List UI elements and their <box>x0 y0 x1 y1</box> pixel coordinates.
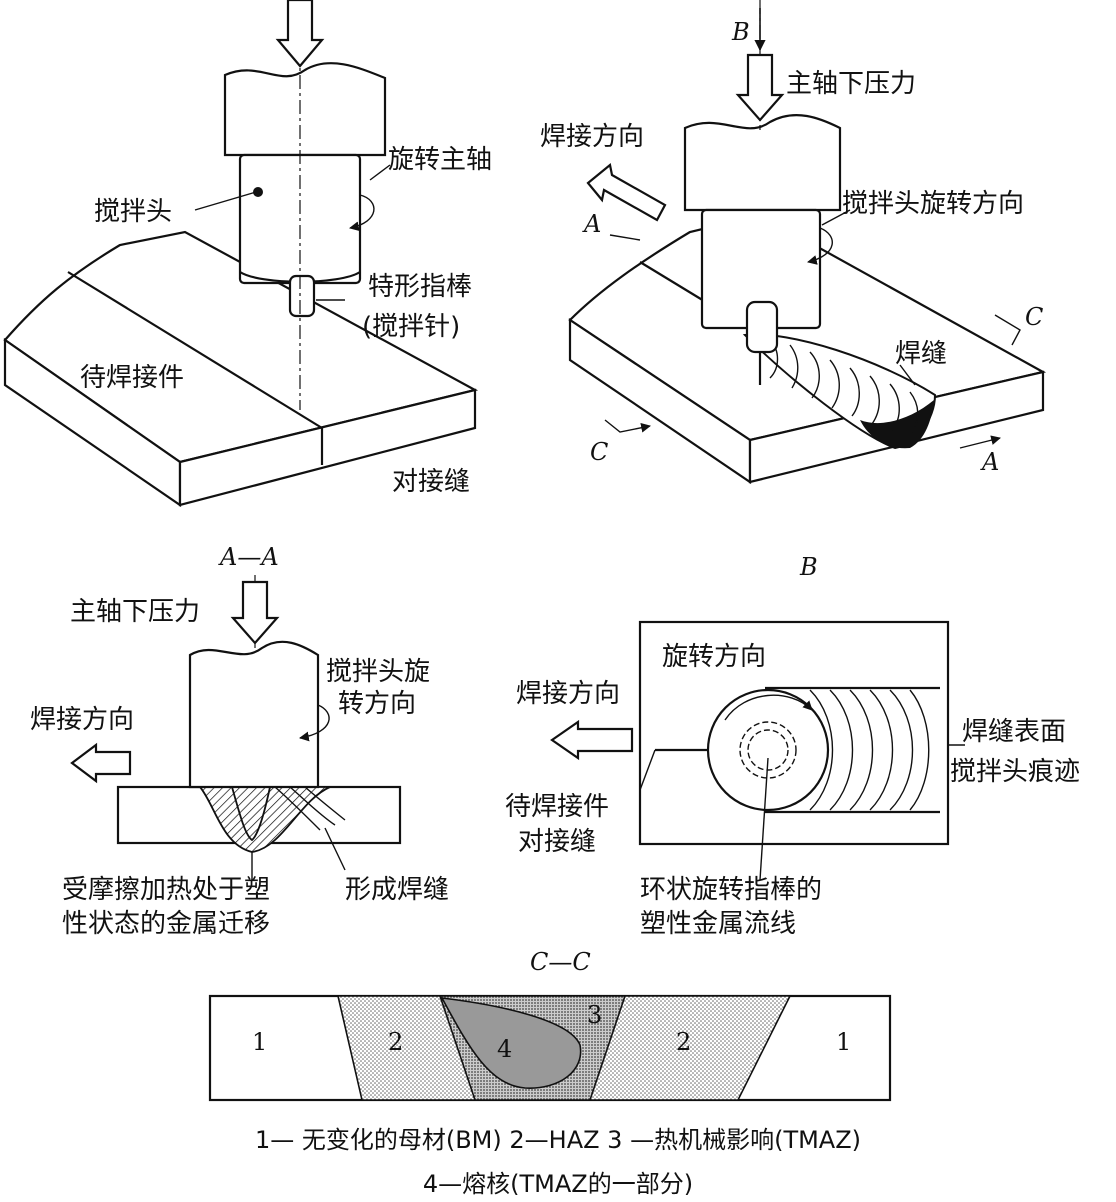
fig2-a-marker-2: A <box>980 448 999 476</box>
fig5-zone-label: 1 <box>252 1028 267 1056</box>
fig5-zone-label: 2 <box>388 1028 403 1056</box>
fig4-seam-label-2: 对接缝 <box>518 827 596 857</box>
fig1-pin-label-2: (搅拌针) <box>362 312 460 342</box>
fig2-c-marker-2: C <box>590 438 608 466</box>
fig4-seam-label-1: 待焊接件 <box>505 792 609 822</box>
fig4-flow-label-2: 塑性金属流线 <box>640 909 796 939</box>
fig1-stir-head-label: 搅拌头 <box>94 197 172 227</box>
fig4-top-view-illustration <box>550 620 965 881</box>
fig4-flow-label-1: 环状旋转指棒的 <box>640 875 822 905</box>
fig4-trace-label-2: 搅拌头痕迹 <box>950 757 1080 787</box>
fig3-rotation-label-2: 转方向 <box>338 689 416 719</box>
fig5-zone-label: 4 <box>497 1035 512 1063</box>
fig2-process-illustration <box>568 0 1047 485</box>
fig3-rotation-label-1: 搅拌头旋 <box>326 657 430 687</box>
fig2-b-marker: B <box>731 18 750 46</box>
fig1-spindle-label: 旋转主轴 <box>388 145 492 175</box>
fig1-pin-label-1: 特形指棒 <box>368 272 472 302</box>
fig2-spindle-force-label: 主轴下压力 <box>786 69 916 99</box>
fig3-section-illustration <box>70 575 402 880</box>
fig3-spindle-force-label: 主轴下压力 <box>70 597 200 627</box>
fig2-a-marker-1: A <box>582 210 601 238</box>
fig5-zone-label: 3 <box>587 1001 602 1029</box>
fig2-c-marker-1: C <box>1025 303 1043 331</box>
fig2-weld-label: 焊缝 <box>895 339 947 369</box>
fig3-migration-label-2: 性状态的金属迁移 <box>62 909 270 939</box>
fig1-butt-seam-label: 对接缝 <box>392 467 470 497</box>
fig1-workpiece-label: 待焊接件 <box>80 363 184 393</box>
fig5-section-title: C—C <box>530 948 591 976</box>
fig5-zone-label: 1 <box>836 1028 851 1056</box>
fig4-view-title: B <box>799 553 818 581</box>
fig3-section-title: A—A <box>218 543 279 571</box>
fig4-rotation-direction-label: 旋转方向 <box>662 642 766 672</box>
fig3-weld-direction-label: 焊接方向 <box>30 705 134 735</box>
fig3-migration-label-1: 受摩擦加热处于塑 <box>62 875 270 905</box>
fig4-weld-direction-label: 焊接方向 <box>516 679 620 709</box>
fig2-rotation-direction-label: 搅拌头旋转方向 <box>842 189 1024 219</box>
fig5-zone-label: 2 <box>676 1028 691 1056</box>
fig3-forming-weld-label: 形成焊缝 <box>345 875 449 905</box>
fig5-zone-section <box>208 994 892 1102</box>
fig5-legend-line-1: 1— 无变化的母材(BM) 2—HAZ 3 —热机械影响(TMAZ) <box>255 1126 861 1154</box>
fig2-weld-direction-label: 焊接方向 <box>540 122 644 152</box>
fig4-trace-label-1: 焊缝表面 <box>962 717 1066 747</box>
fig5-legend-line-2: 4—熔核(TMAZ的一部分) <box>423 1170 693 1198</box>
fig1-workpiece-illustration <box>3 0 479 508</box>
